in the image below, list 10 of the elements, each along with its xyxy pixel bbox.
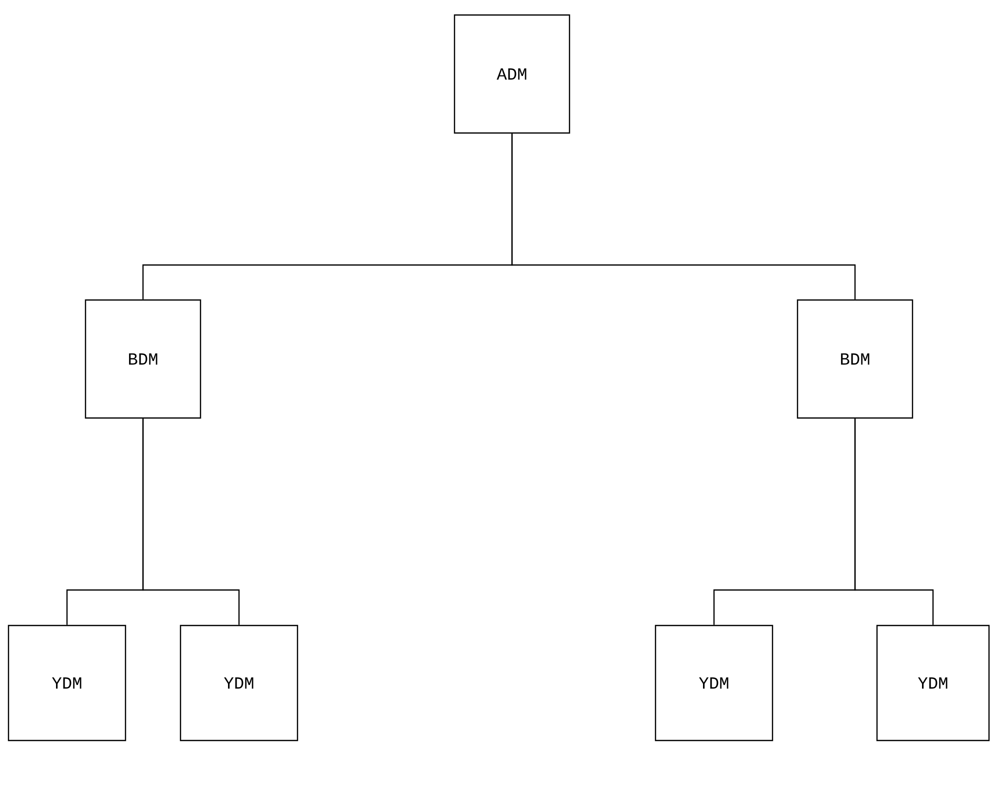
connector-line [854, 418, 934, 625]
org-box: YDM [654, 624, 774, 742]
connector-line [142, 418, 240, 625]
org-box: YDM [876, 624, 990, 742]
org-box: BDM [796, 299, 914, 419]
org-box: YDM [180, 624, 298, 742]
org-box: YDM [8, 624, 126, 742]
connector-line [511, 134, 856, 300]
org-box: ADM [454, 14, 570, 134]
org-box: BDM [84, 299, 202, 419]
